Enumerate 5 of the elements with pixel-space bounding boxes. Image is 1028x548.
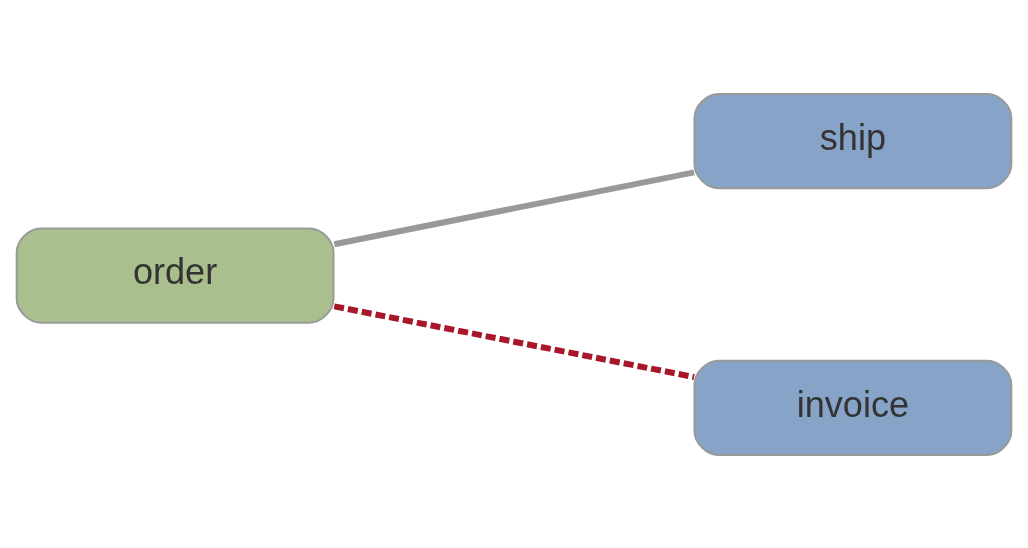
connector [333,168,695,247]
connector [333,302,695,380]
node-box: order [15,226,335,324]
node-box: ship [693,92,1013,189]
node-box: invoice [693,359,1013,456]
